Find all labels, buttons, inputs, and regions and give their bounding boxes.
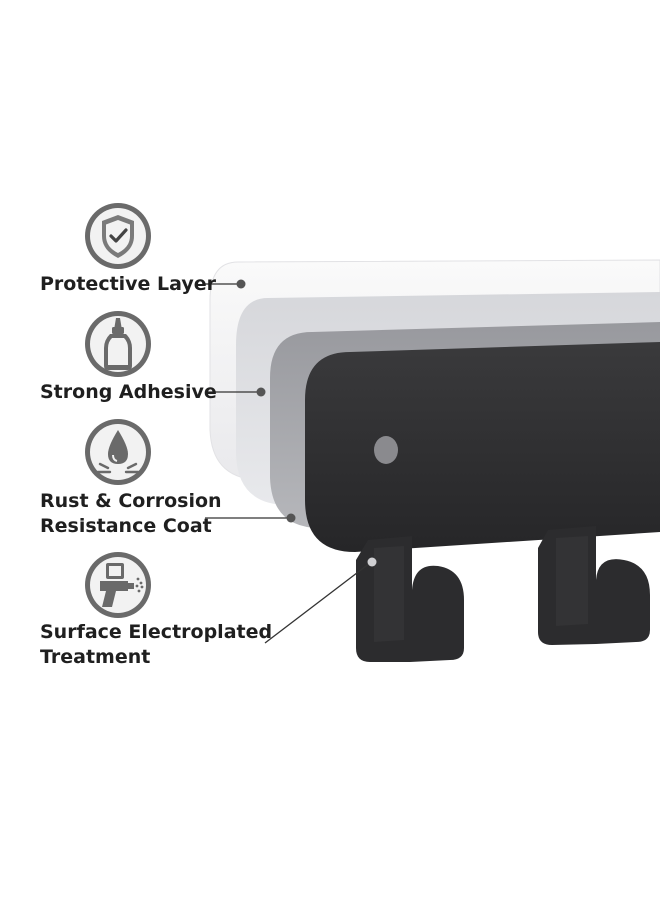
water-drop-splash-icon [85, 419, 151, 485]
electroplated-label: Surface Electroplated Treatment [40, 621, 273, 668]
rust-corrosion-label: Rust & Corrosion Resistance Coat [40, 490, 222, 537]
strong-adhesive-label: Strong Adhesive [40, 381, 217, 403]
leader-lines [205, 283, 371, 644]
hook-plate [305, 342, 660, 552]
leader-dots [236, 279, 377, 567]
spray-gun-icon [85, 552, 151, 618]
mounting-hole [374, 436, 398, 464]
hook-2 [538, 526, 650, 645]
hook-1 [356, 536, 464, 662]
shield-check-icon [85, 203, 151, 269]
protective-layer-label: Protective Layer [40, 273, 217, 295]
glue-bottle-icon [85, 311, 151, 377]
